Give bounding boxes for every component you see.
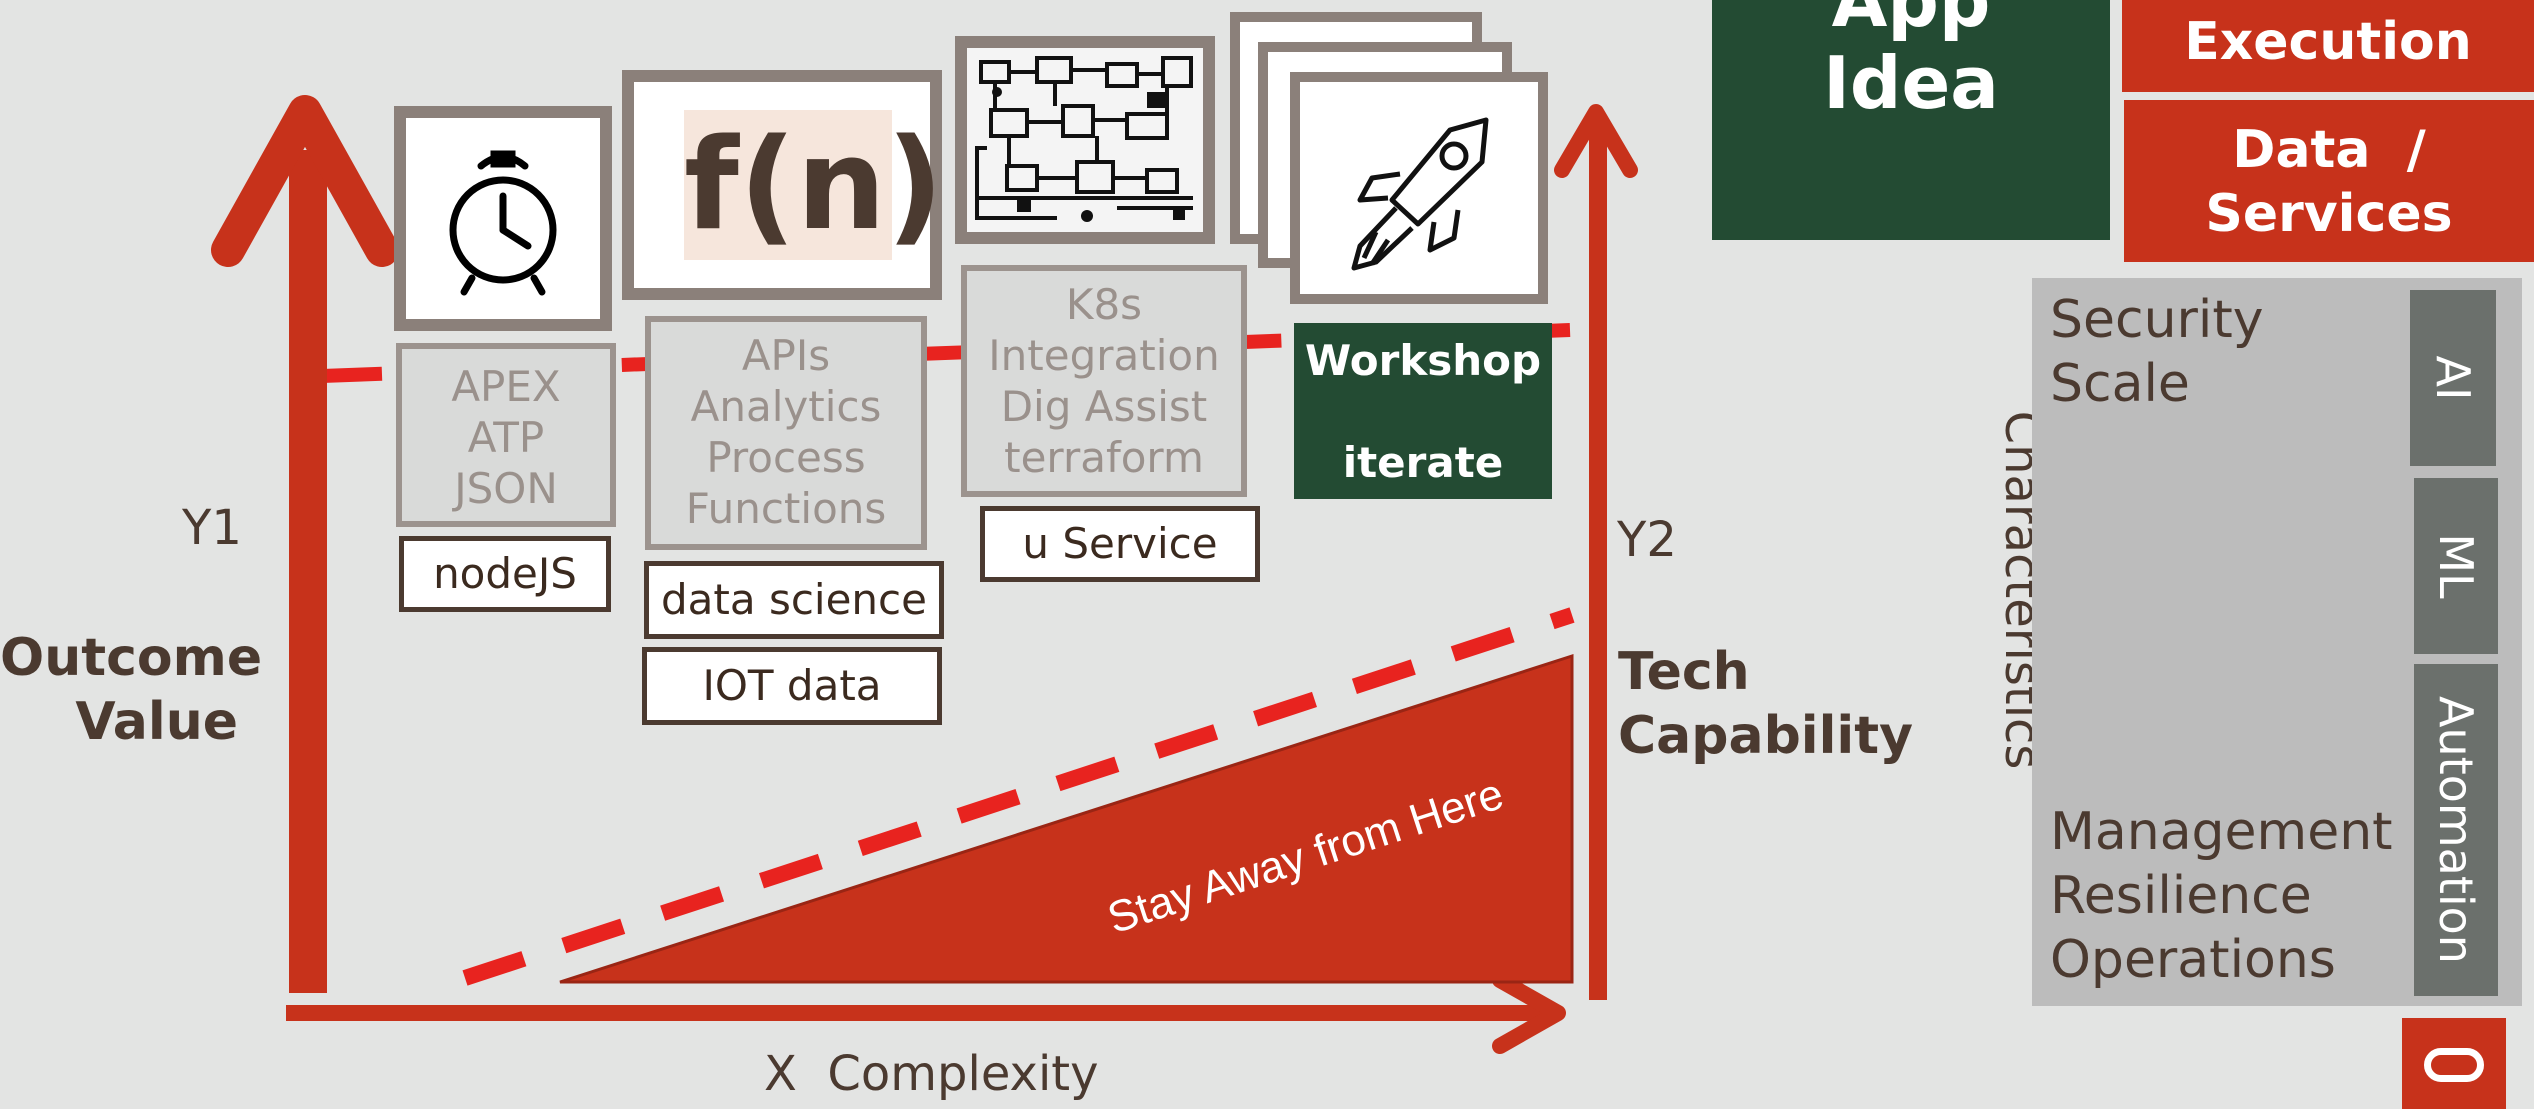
tag-data-science: data science [644,561,944,639]
y2-title: Tech Capability [1618,640,1913,768]
scale-item: Scale [2050,354,2190,414]
column-2-line: Functions [685,484,887,533]
workshop-box: Workshop iterate [1294,323,1552,499]
x-label: X Complexity [764,1046,1099,1102]
column-3-line: Integration [988,331,1220,380]
app-idea-box: App Idea [1712,0,2110,240]
column-1-line: JSON [454,464,558,513]
execution-box: Execution [2122,0,2534,92]
column-2-line: Process [706,433,866,482]
rocket-icon [1351,117,1489,271]
execution-label: Execution [2184,12,2472,72]
function-frame: f(n) [622,70,944,300]
tab-ml-label: ML [2429,533,2483,599]
data-services-line2: Services [2205,184,2453,244]
security-item: Security [2050,290,2264,350]
column-1-line: APEX [451,362,561,411]
x-axis-arrow [286,972,1566,1054]
workshop-label: Workshop [1304,336,1542,385]
tab-ai-label: AI [2426,355,2480,401]
column-3-line: K8s [1065,280,1143,329]
y2-title-line1: Tech [1618,642,1750,702]
y1-title-line2: Value [75,692,238,752]
y2-axis-arrow [1554,104,1638,1000]
diagonal-dashed-line [462,607,1575,986]
y1-title: Outcome Value [0,626,263,754]
column-3-line: Dig Assist [1000,382,1208,431]
y1-label: Y1 [182,500,242,556]
y1-axis-arrow [211,95,399,993]
stay-away-triangle [559,653,1574,984]
clock-frame [394,106,612,331]
column-2-line: APIs [741,331,831,380]
iterate-label: iterate [1342,438,1504,487]
y2-title-line2: Capability [1618,706,1914,766]
tag-iot-data: IOT data [642,647,942,725]
column-2-line: Analytics [690,382,882,431]
app-idea-line1: App [1831,0,1991,43]
alarm-clock-icon [449,150,557,296]
column-3-line: terraform [1004,433,1204,482]
operations-item: Operations [2050,930,2336,990]
tab-automation: Automation [2414,664,2498,996]
column-2-box: APIs Analytics Process Functions [645,316,927,550]
bottom-items: Management Resilience Operations [2050,800,2393,992]
rocket-frame [1290,72,1548,304]
tab-ai: AI [2410,290,2496,466]
y1-title-line1: Outcome [0,628,263,688]
tab-ml: ML [2414,478,2498,654]
function-symbol: f(n) [684,110,944,260]
app-idea-line2: Idea [1823,41,1999,125]
tab-automation-label: Automation [2429,696,2483,964]
tag-nodejs: nodeJS [399,536,611,612]
data-services-box: Data / Services [2124,100,2534,262]
circuit-frame [955,36,1215,244]
oracle-logo-icon [2424,1048,2484,1082]
top-items: Security Scale [2050,288,2264,416]
y2-label: Y2 [1617,512,1677,568]
resilience-item: Resilience [2050,866,2312,926]
management-item: Management [2050,802,2393,862]
circuit-diagram-icon [967,48,1203,232]
oracle-logo [2402,1018,2506,1109]
column-3-box: K8s Integration Dig Assist terraform [961,265,1247,497]
tag-u-service: u Service [980,506,1260,582]
column-1-box: APEX ATP JSON [396,343,616,527]
data-services-line1: Data / [2232,120,2426,180]
column-1-line: ATP [467,413,545,462]
